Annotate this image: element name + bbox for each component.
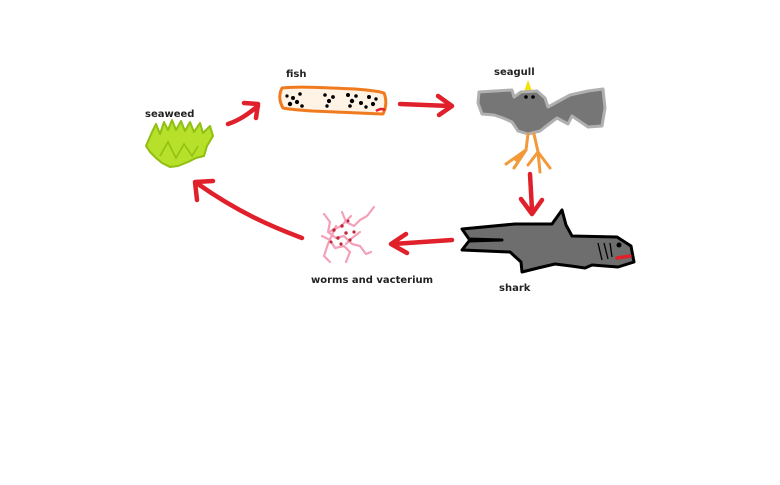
worms-label: worms and vacterium	[311, 275, 433, 286]
seagull-icon	[478, 80, 605, 172]
worms-node: worms and vacterium	[311, 207, 433, 286]
shark-icon	[462, 210, 634, 272]
seaweed-label: seaweed	[145, 109, 194, 120]
seagull-label: seagull	[494, 67, 535, 78]
seaweed-node: seaweed	[145, 109, 213, 167]
arrow-shark-to-worms	[391, 234, 452, 253]
worms-icon	[322, 207, 374, 262]
shark-node: shark	[462, 210, 634, 294]
shark-label: shark	[499, 283, 531, 294]
fish-label: fish	[286, 69, 306, 80]
fish-node: fish	[280, 69, 386, 114]
shark-mouth	[617, 256, 630, 258]
arrow-seagull-to-shark	[521, 174, 542, 214]
arrow-worms-to-seaweed	[195, 181, 302, 238]
arrow-seaweed-to-fish	[228, 103, 258, 124]
seaweed-icon	[146, 120, 213, 167]
arrow-fish-to-seagull	[400, 96, 452, 115]
seagull-eye	[531, 95, 535, 99]
seagull-legs	[506, 134, 550, 172]
seagull-node: seagull	[478, 67, 605, 172]
fish-icon	[280, 87, 386, 114]
seagull-eye	[524, 95, 528, 99]
shark-eye	[617, 243, 622, 248]
